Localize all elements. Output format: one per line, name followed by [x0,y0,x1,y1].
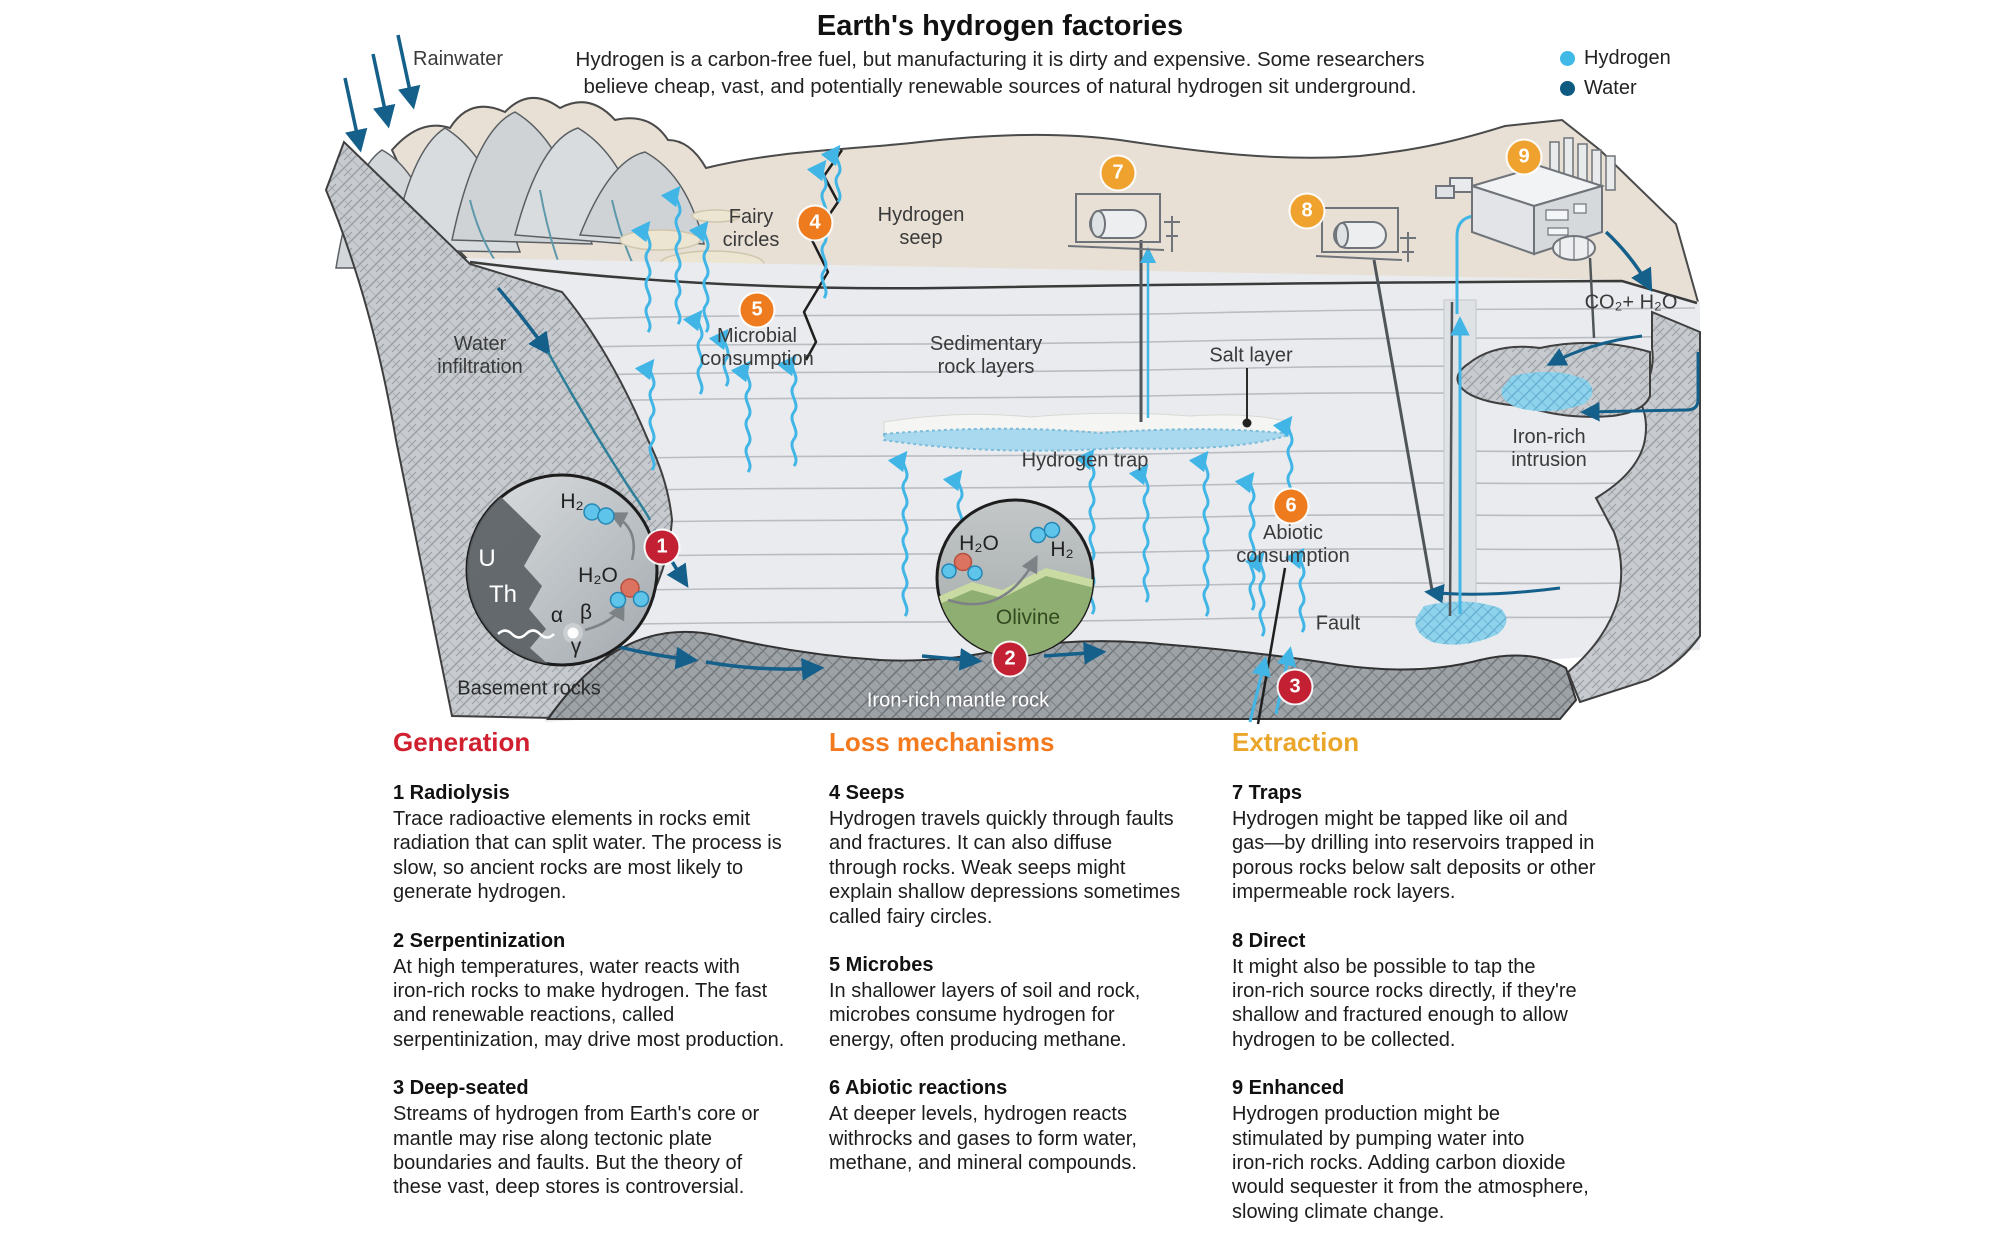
h2-label: H₂ [560,490,583,513]
hydrogen-pocket-intrusion [1501,371,1593,412]
item-title: 7 Traps [1232,782,1303,804]
hydrogen-pocket-deep [1415,601,1507,645]
water-molecule-icon [953,552,973,572]
loss-mechanisms-heading: Loss mechanisms [829,727,1055,757]
page-title: Earth's hydrogen factories [816,10,1184,42]
water-molecule-icon [620,578,640,598]
loss-mechanisms-column: Loss mechanisms 4 Seeps Hydrogen travels… [829,727,1261,1200]
hydrogen-dot-icon [1560,51,1575,66]
legend-water-label: Water [1584,77,1637,99]
item-body: Trace radioactive elements in rocks emit… [393,808,782,904]
badge-3-deep-seated: 3 [1278,670,1312,704]
serpentinization-inset: H₂O H₂ Olivine [935,498,1095,658]
item-title: 1 Radiolysis [393,782,510,804]
iron-rich-intrusion-label: Iron-rich intrusion [1511,425,1587,471]
water-flow-arrows [343,34,1700,681]
item-body: Streams of hydrogen from Earth's core or… [393,1103,760,1199]
item-title: 6 Abiotic reactions [829,1077,1008,1100]
item-radiolysis: 1 Radiolysis Trace radioactive elements … [393,782,825,905]
abiotic-consumption-label: Abiotic consumption [1236,521,1350,567]
iron-rich-mantle-rock-label: Iron-rich mantle rock [866,689,1050,712]
fault-line [1256,567,1287,725]
strata-lines [544,307,1696,627]
legend: Hydrogen Water [1560,47,1671,107]
page-subtitle: Hydrogen is a carbon-free fuel, but manu… [575,48,1425,99]
water-infiltration-label: Water infiltration [437,332,523,378]
enhanced-injection-well [1588,257,1596,339]
rainwater-label: Rainwater [413,48,504,70]
item-title: 2 Serpentinization [393,929,566,952]
item-body: In shallower layers of soil and rock, mi… [829,979,1141,1051]
hydrogen-trap-label: Hydrogen trap [1021,449,1149,472]
badge-8-direct: 8 [1290,194,1324,228]
legend-row-water: Water [1560,77,1671,100]
generation-column: Generation 1 Radiolysis Trace radioactiv… [393,727,825,1225]
enhanced-production-well [1448,301,1454,617]
hydrogen-seep-label: Hydrogen seep [877,203,965,249]
thorium-label: Th [489,581,517,608]
salt-layer-pointer [1242,368,1252,428]
h2o-label: H₂O [959,532,999,555]
alpha-label: α [551,604,563,627]
item-title: 3 Deep-seated [393,1077,529,1100]
hydrogen-molecule-icon [1029,526,1047,544]
item-enhanced: 9 Enhanced Hydrogen production might be … [1232,1077,1664,1224]
item-serpentinization: 2 Serpentinization At high temperatures,… [393,930,825,1053]
legend-row-hydrogen: Hydrogen [1560,47,1671,70]
h2-label: H₂ [1050,538,1073,561]
badge-7-traps: 7 [1101,156,1135,190]
item-body: Hydrogen might be tapped like oil and ga… [1232,808,1596,904]
item-body: Hydrogen production might be stimulated … [1232,1103,1589,1223]
h2o-label: H₂O [578,564,618,587]
legend-hydrogen-label: Hydrogen [1584,47,1671,69]
item-body: It might also be possible to tap the iro… [1232,955,1577,1051]
fairy-circles-label: Fairy circles [722,205,780,251]
beta-label: β [580,601,592,624]
item-title: 5 Microbes [829,953,934,976]
water-dot-icon [1560,81,1575,96]
salt-layer-label: Salt layer [1209,344,1293,367]
storage-tank-icon-8 [1315,207,1416,262]
badge-4-seeps: 4 [798,206,832,240]
badge-5-microbes: 5 [740,293,774,327]
item-direct: 8 Direct It might also be possible to ta… [1232,930,1664,1053]
olivine-label: Olivine [996,606,1060,629]
gamma-label: γ [571,635,582,658]
radiation-wave-icon [497,629,555,639]
item-seeps: 4 Seeps Hydrogen travels quickly through… [829,782,1261,929]
storage-tank-icon-7 [1067,193,1180,252]
co2-h2o-label: CO₂+ H₂O [1584,291,1678,314]
microbial-consumption-label: Microbial consumption [700,324,814,370]
processing-plant-icon [1435,137,1616,261]
item-title: 4 Seeps [829,782,905,804]
badge-2-serpentinization: 2 [993,642,1027,676]
extraction-heading: Extraction [1232,727,1360,757]
item-deep-seated: 3 Deep-seated Streams of hydrogen from E… [393,1077,825,1200]
item-microbes: 5 Microbes In shallower layers of soil a… [829,954,1261,1052]
badge-1-radiolysis: 1 [645,530,679,564]
item-body: At high temperatures, water reacts with … [393,955,785,1051]
direct-well [1372,259,1434,591]
fault-label: Fault [1315,612,1361,635]
cross-section-illustration: U Th α β γ H₂ H₂O H₂O H₂ Olivine [324,34,1701,725]
wells [1139,240,1596,617]
sedimentary-rock-layers-label: Sedimentary rock layers [929,332,1043,378]
badge-6-abiotic: 6 [1274,489,1308,523]
generation-heading: Generation [393,727,531,757]
item-title: 9 Enhanced [1232,1077,1345,1100]
basement-rocks-label: Basement rocks [457,677,601,700]
item-title: 8 Direct [1232,929,1306,952]
surface-rim-edge [469,260,1698,305]
item-abiotic-reactions: 6 Abiotic reactions At deeper levels, hy… [829,1077,1261,1175]
item-traps: 7 Traps Hydrogen might be tapped like oi… [1232,782,1664,905]
item-body: At deeper levels, hydrogen reacts withro… [829,1103,1137,1174]
extraction-column: Extraction 7 Traps Hydrogen might be tap… [1232,727,1664,1249]
badge-9-enhanced: 9 [1507,140,1541,174]
item-body: Hydrogen travels quickly through faults … [829,808,1181,928]
uranium-label: U [478,545,495,572]
